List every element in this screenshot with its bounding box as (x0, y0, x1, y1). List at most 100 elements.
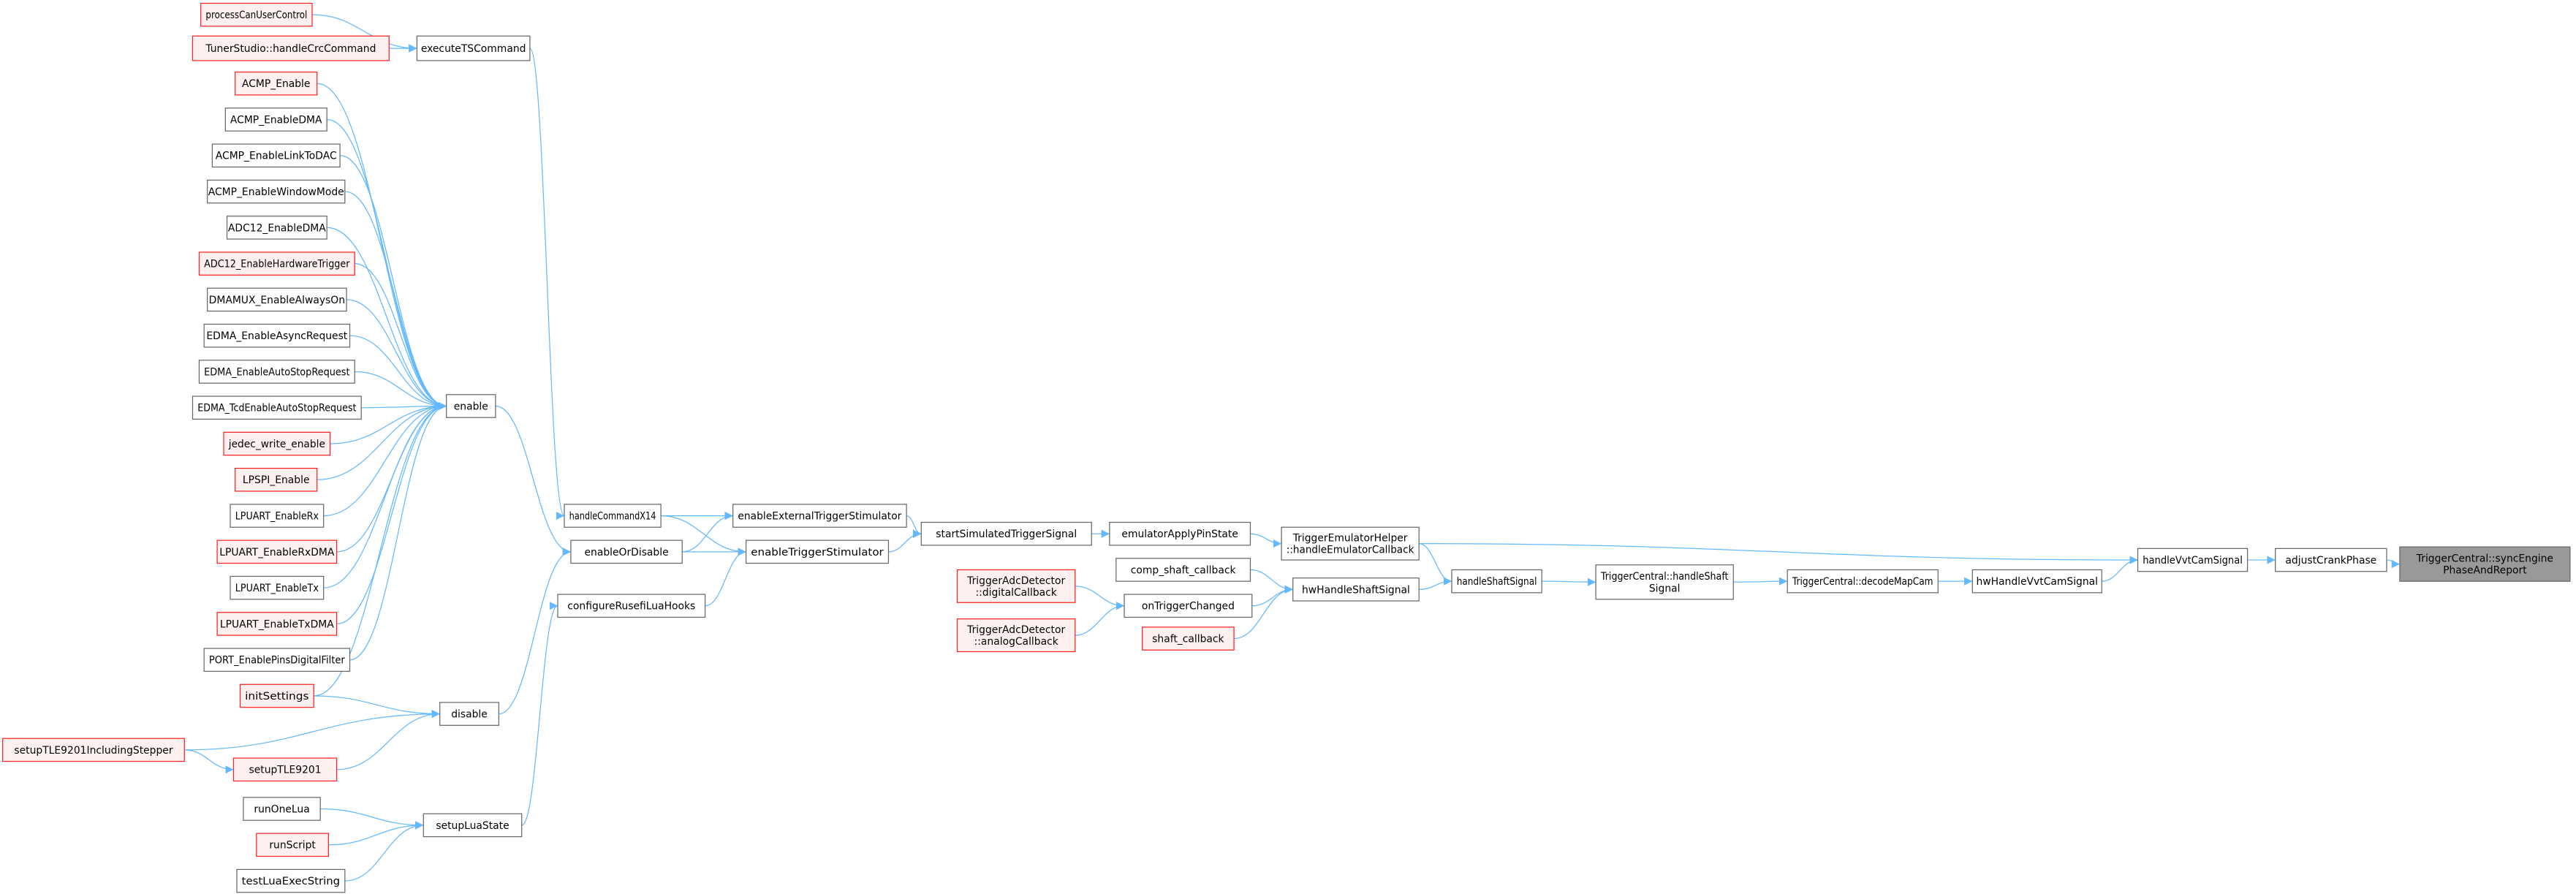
node-setup-tle9201including-stepper[interactable]: setupTLE9201IncludingStepper (2, 738, 185, 762)
node-box[interactable] (203, 648, 351, 672)
node-dmamux-enable-always-on[interactable]: DMAMUX_EnableAlwaysOn (207, 287, 347, 312)
node-enable-or-disable[interactable]: enableOrDisable (570, 539, 683, 564)
node-box[interactable] (203, 323, 351, 348)
node-box[interactable] (1115, 558, 1251, 582)
node-analog-callback[interactable]: TriggerAdcDetector::analogCallback (956, 618, 1076, 653)
node-handle-shaft-signal[interactable]: handleShaftSignal (1451, 569, 1542, 594)
node-box[interactable] (570, 539, 683, 564)
node-box[interactable] (446, 394, 496, 418)
node-shaft-callback[interactable]: shaft_callback (1142, 626, 1235, 651)
node-lpspi-enable[interactable]: LPSPI_Enable (235, 468, 318, 492)
node-lpuart-enable-rx-dma[interactable]: LPUART_EnableRxDMA (216, 539, 338, 564)
node-acmp-enable-link-to-dac[interactable]: ACMP_EnableLinkToDAC (211, 143, 341, 168)
node-lpuart-enable-rx[interactable]: LPUART_EnableRx (230, 504, 325, 528)
node-box[interactable] (2399, 546, 2571, 582)
node-comp-shaft-callback[interactable]: comp_shaft_callback (1115, 558, 1251, 582)
node-hw-handle-vvt-cam-signal[interactable]: hwHandleVvtCamSignal (1971, 569, 2102, 594)
node-box[interactable] (235, 71, 318, 96)
node-box[interactable] (1787, 569, 1939, 594)
node-execute-tscommand[interactable]: executeTSCommand (416, 35, 531, 61)
node-configure-rusefi-lua-hooks[interactable]: configureRusefiLuaHooks (557, 594, 706, 618)
node-box[interactable] (1292, 577, 1420, 602)
node-lpuart-enable-tx-dma[interactable]: LPUART_EnableTxDMA (216, 612, 338, 636)
node-box[interactable] (423, 813, 523, 838)
node-box[interactable] (1109, 521, 1251, 546)
node-box[interactable] (2275, 548, 2387, 572)
node-box[interactable] (192, 35, 390, 61)
node-run-one-lua[interactable]: runOneLua (243, 797, 321, 821)
node-lpuart-enable-tx[interactable]: LPUART_EnableTx (230, 575, 325, 600)
node-box[interactable] (200, 2, 313, 27)
node-box[interactable] (1971, 569, 2102, 594)
node-box[interactable] (239, 683, 314, 708)
node-box[interactable] (236, 868, 346, 893)
node-box[interactable] (1451, 569, 1542, 594)
node-handle-crc-command[interactable]: TunerStudio::handleCrcCommand (192, 35, 390, 61)
node-box[interactable] (235, 468, 318, 492)
node-enable[interactable]: enable (446, 394, 496, 418)
node-box[interactable] (1281, 526, 1420, 561)
node-box[interactable] (224, 107, 327, 132)
node-box[interactable] (745, 539, 890, 564)
node-box[interactable] (198, 251, 355, 276)
node-adc12-enable-hardware-trigger[interactable]: ADC12_EnableHardwareTrigger (198, 251, 355, 276)
node-run-script[interactable]: runScript (256, 833, 330, 857)
node-hw-handle-shaft-signal[interactable]: hwHandleShaftSignal (1292, 577, 1420, 602)
node-process-can-user-control[interactable]: processCanUserControl (200, 2, 313, 27)
node-edma-tcd-enable-auto-stop-request[interactable]: EDMA_TcdEnableAutoStopRequest (192, 395, 362, 420)
node-box[interactable] (230, 504, 325, 528)
node-box[interactable] (439, 702, 499, 726)
node-box[interactable] (226, 216, 327, 240)
node-acmp-enable[interactable]: ACMP_Enable (235, 71, 318, 96)
node-tc-handle-shaft-signal[interactable]: TriggerCentral::handleShaftSignal (1595, 564, 1734, 600)
node-box[interactable] (223, 431, 331, 456)
node-handle-vvt-cam-signal[interactable]: handleVvtCamSignal (2137, 548, 2249, 572)
node-init-settings[interactable]: initSettings (239, 683, 314, 708)
node-box[interactable] (207, 179, 346, 204)
node-box[interactable] (232, 757, 338, 782)
node-box[interactable] (216, 612, 338, 636)
node-box[interactable] (956, 618, 1076, 653)
node-box[interactable] (557, 594, 706, 618)
node-box[interactable] (207, 287, 347, 312)
node-start-simulated-trigger-signal[interactable]: startSimulatedTriggerSignal (920, 521, 1092, 546)
node-box[interactable] (216, 539, 338, 564)
node-port-enable-pins-digital-filter[interactable]: PORT_EnablePinsDigitalFilter (203, 648, 351, 672)
node-edma-enable-async-request[interactable]: EDMA_EnableAsyncRequest (203, 323, 351, 348)
node-box[interactable] (2, 738, 185, 762)
node-disable[interactable]: disable (439, 702, 499, 726)
node-box[interactable] (956, 569, 1076, 603)
node-acmp-enable-dma[interactable]: ACMP_EnableDMA (224, 107, 327, 132)
node-box[interactable] (256, 833, 330, 857)
node-box[interactable] (198, 360, 355, 384)
node-edma-enable-auto-stop-request[interactable]: EDMA_EnableAutoStopRequest (198, 360, 355, 384)
node-decode-map-cam[interactable]: TriggerCentral::decodeMapCam (1787, 569, 1939, 594)
node-box[interactable] (1124, 594, 1253, 618)
node-box[interactable] (1142, 626, 1235, 651)
node-box[interactable] (920, 521, 1092, 546)
node-box[interactable] (230, 575, 325, 600)
node-box[interactable] (211, 143, 341, 168)
node-setup-lua-state[interactable]: setupLuaState (423, 813, 523, 838)
node-box[interactable] (1595, 564, 1734, 600)
node-adc12-enable-dma[interactable]: ADC12_EnableDMA (226, 216, 327, 240)
node-emulator-apply-pin-state[interactable]: emulatorApplyPinState (1109, 521, 1251, 546)
node-acmp-enable-window-mode[interactable]: ACMP_EnableWindowMode (207, 179, 346, 204)
node-box[interactable] (2137, 548, 2249, 572)
node-box[interactable] (243, 797, 321, 821)
node-adjust-crank-phase[interactable]: adjustCrankPhase (2275, 548, 2387, 572)
node-handle-command-x14[interactable]: handleCommandX14 (564, 504, 662, 528)
node-enable-trigger-stimulator[interactable]: enableTriggerStimulator (745, 539, 890, 564)
node-box[interactable] (416, 35, 531, 61)
node-test-lua-exec-string[interactable]: testLuaExecString (236, 868, 346, 893)
node-handle-emulator-callback[interactable]: TriggerEmulatorHelper::handleEmulatorCal… (1281, 526, 1420, 561)
node-on-trigger-changed[interactable]: onTriggerChanged (1124, 594, 1253, 618)
node-enable-external-trigger-stimulator[interactable]: enableExternalTriggerStimulator (732, 504, 907, 528)
node-box[interactable] (564, 504, 662, 528)
node-setup-tle9201[interactable]: setupTLE9201 (232, 757, 338, 782)
node-box[interactable] (192, 395, 362, 420)
node-digital-callback[interactable]: TriggerAdcDetector::digitalCallback (956, 569, 1076, 603)
node-box[interactable] (732, 504, 907, 528)
node-jedec-write-enable[interactable]: jedec_write_enable (223, 431, 331, 456)
